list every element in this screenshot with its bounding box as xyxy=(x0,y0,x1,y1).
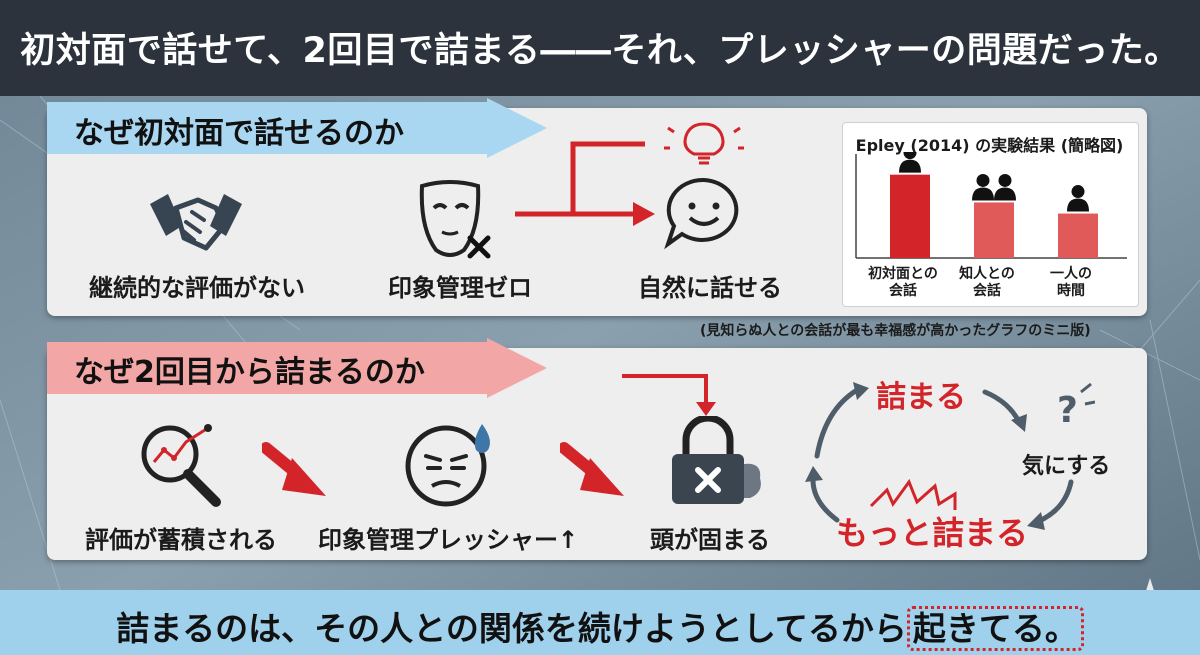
anxious-face-icon xyxy=(405,424,490,507)
section2-item-3-label: 頭が固まる xyxy=(650,526,770,554)
title-bar: 初対面で話せて、2回目で詰まる――それ、プレッシャーの問題だった。 xyxy=(0,0,1200,96)
chart-caption: (見知らぬ人との会話が最も幸福感が高かったグラフのミニ版) xyxy=(700,323,1091,339)
person-icon-body xyxy=(899,159,921,173)
person-icon-body xyxy=(1067,198,1089,212)
svg-text:?: ? xyxy=(1057,390,1078,431)
cycle-arrows: ? xyxy=(805,382,1095,530)
person-icon xyxy=(998,173,1012,187)
chart-category-2: 知人との会話 xyxy=(959,266,1015,299)
handshake-icon xyxy=(150,194,242,251)
cycle-right-label: 気にする xyxy=(1022,454,1111,479)
person-icon-body xyxy=(994,187,1016,201)
chart-category-1: 初対面との会話 xyxy=(868,266,938,299)
section2-item-1-label: 評価が蓄積される xyxy=(85,526,277,554)
section2-heading: なぜ2回目から詰まるのか xyxy=(74,355,425,390)
section2-down-arrow xyxy=(622,374,716,416)
magnifier-chart-icon xyxy=(141,424,221,507)
section2-arrow-2 xyxy=(560,442,624,496)
chart-title: Epley (2014) の実験結果 (簡略図) xyxy=(855,136,1124,155)
cycle-bottom-label: もっと詰まる xyxy=(836,514,1029,552)
section1-item-1-label: 継続的な評価がない xyxy=(89,274,305,302)
section1-heading-arrow xyxy=(47,98,547,158)
chart-bar-2 xyxy=(974,202,1014,258)
bottom-lead: 詰まるのは、その人との関係を続けようとしてるから xyxy=(116,609,907,648)
person-icon xyxy=(976,173,990,187)
page-title: 初対面で話せて、2回目で詰まる――それ、プレッシャーの問題だった。 xyxy=(20,31,1180,71)
question-icon: ? xyxy=(1057,382,1095,431)
section1-heading: なぜ初対面で話せるのか xyxy=(74,116,404,151)
person-icon xyxy=(903,152,917,160)
mask-cross-icon xyxy=(419,180,491,259)
section1-item-3-label: 自然に話せる xyxy=(638,274,782,302)
smile-bubble-lightbulb-icon xyxy=(664,118,744,250)
bottom-banner: 詰まるのは、その人との関係を続けようとしてるから起きてる。 xyxy=(0,590,1200,655)
chart-plot xyxy=(855,152,1127,259)
bottom-highlight: 起きてる。 xyxy=(906,606,1084,651)
chart-bar-3 xyxy=(1058,213,1098,258)
section2-item-2-label: 印象管理プレッシャー↑ xyxy=(318,526,579,554)
person-icon xyxy=(1071,185,1085,199)
chart-category-3: 一人の時間 xyxy=(1050,266,1092,299)
bottom-message: 詰まるのは、その人との関係を続けようとしてるから起きてる。 xyxy=(0,602,1200,651)
section2-arrow-1 xyxy=(262,442,326,496)
locked-brain-icon xyxy=(672,416,761,504)
section2-heading-arrow xyxy=(47,338,547,398)
cycle-top-label: 詰まる xyxy=(876,380,966,415)
section1-flow-arrow xyxy=(515,141,655,226)
chart-bar-1 xyxy=(890,174,930,258)
person-icon-body xyxy=(972,187,994,201)
section1-item-2-label: 印象管理ゼロ xyxy=(388,274,532,302)
